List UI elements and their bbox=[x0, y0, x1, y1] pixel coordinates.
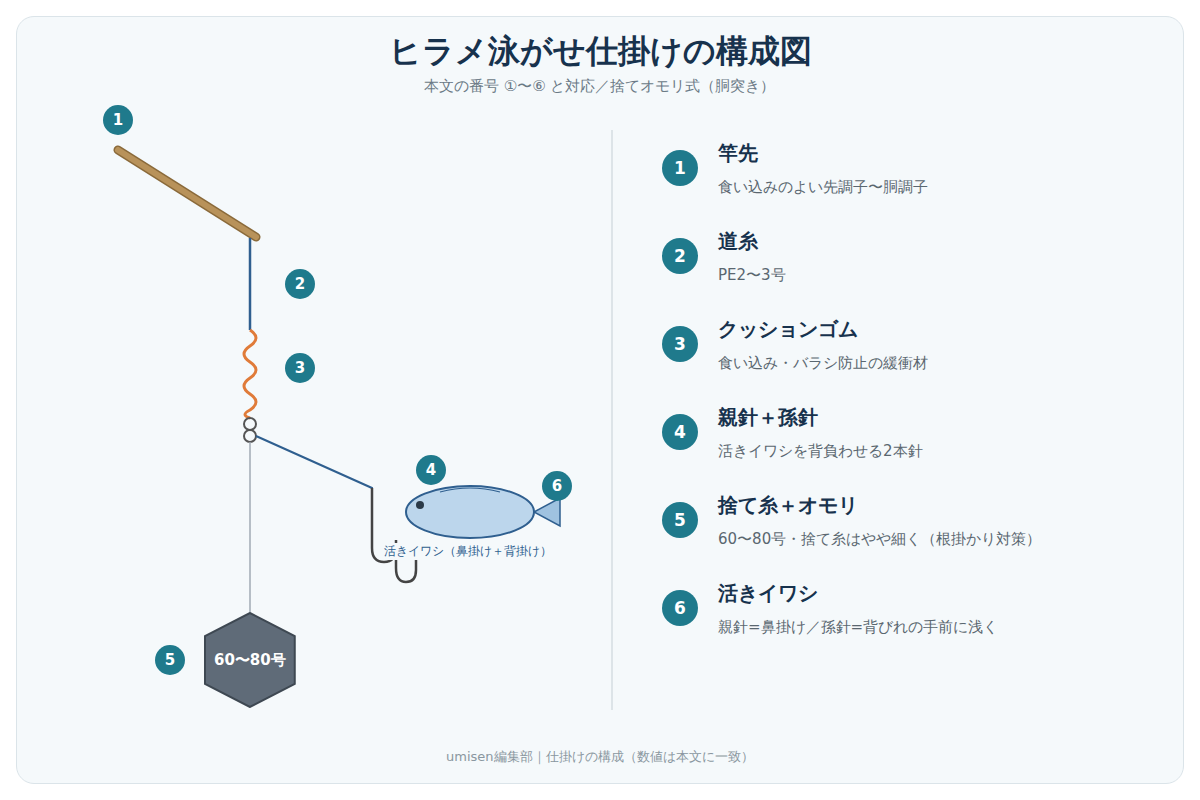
callout-number: 1 bbox=[662, 150, 698, 186]
card-background bbox=[16, 16, 1184, 784]
subtitle: 本文の番号 ①〜⑥ と対応／捨てオモリ式（胴突き） bbox=[424, 77, 775, 96]
item-description: 食い込みのよい先調子〜胴調子 bbox=[718, 178, 928, 197]
callout-number: 2 bbox=[662, 238, 698, 274]
item-heading: 親針＋孫針 bbox=[718, 404, 818, 431]
item-heading: 捨て糸＋オモリ bbox=[718, 492, 858, 519]
callout-number: 4 bbox=[662, 414, 698, 450]
item-heading: 竿先 bbox=[718, 140, 758, 167]
footer-caption: umisen編集部｜仕掛けの構成（数値は本文に一致） bbox=[446, 748, 754, 766]
main-line bbox=[249, 238, 252, 330]
callout-number: 3 bbox=[285, 353, 315, 383]
cushion-rubber bbox=[244, 330, 256, 418]
hexagon-shape bbox=[205, 613, 295, 707]
callout-number: 4 bbox=[416, 455, 446, 485]
callout-number: 5 bbox=[155, 645, 185, 675]
item-heading: 活きイワシ bbox=[718, 580, 818, 607]
rod-shadow bbox=[118, 150, 256, 237]
callout-number: 3 bbox=[662, 326, 698, 362]
item-description: PE2〜3号 bbox=[718, 266, 786, 285]
fish-caption: 活きイワシ（鼻掛け＋背掛け） bbox=[381, 543, 555, 560]
sinker-weight: 60〜80号 bbox=[214, 651, 286, 670]
item-description: 60〜80号・捨て糸はやや細く（根掛かり対策） bbox=[718, 530, 1041, 549]
swivel bbox=[244, 430, 256, 442]
item-description: 食い込み・バラシ防止の緩衝材 bbox=[718, 354, 928, 373]
callout-number: 6 bbox=[662, 590, 698, 626]
item-heading: クッションゴム bbox=[718, 316, 858, 343]
fish-dorsal bbox=[440, 488, 500, 492]
callout-number: 5 bbox=[662, 502, 698, 538]
item-description: 活きイワシを背負わせる2本針 bbox=[718, 442, 923, 461]
callout-number: 2 bbox=[285, 269, 315, 299]
diagram-title: ヒラメ泳がせ仕掛けの構成図 bbox=[389, 30, 812, 74]
sinker-hexagon: 60〜80号 bbox=[204, 612, 296, 708]
harris-line bbox=[256, 436, 372, 540]
sinker-line bbox=[249, 442, 251, 612]
item-heading: 道糸 bbox=[718, 228, 758, 255]
fish-eye bbox=[416, 501, 424, 509]
callout-number: 1 bbox=[103, 105, 133, 135]
divider bbox=[611, 130, 613, 710]
rod-tip bbox=[118, 150, 256, 237]
fish-tail bbox=[534, 498, 560, 526]
item-description: 親針=鼻掛け／孫針=背びれの手前に浅く bbox=[718, 618, 998, 637]
swivel bbox=[244, 418, 256, 430]
live-sardine bbox=[406, 486, 534, 538]
callout-number: 6 bbox=[542, 471, 572, 501]
